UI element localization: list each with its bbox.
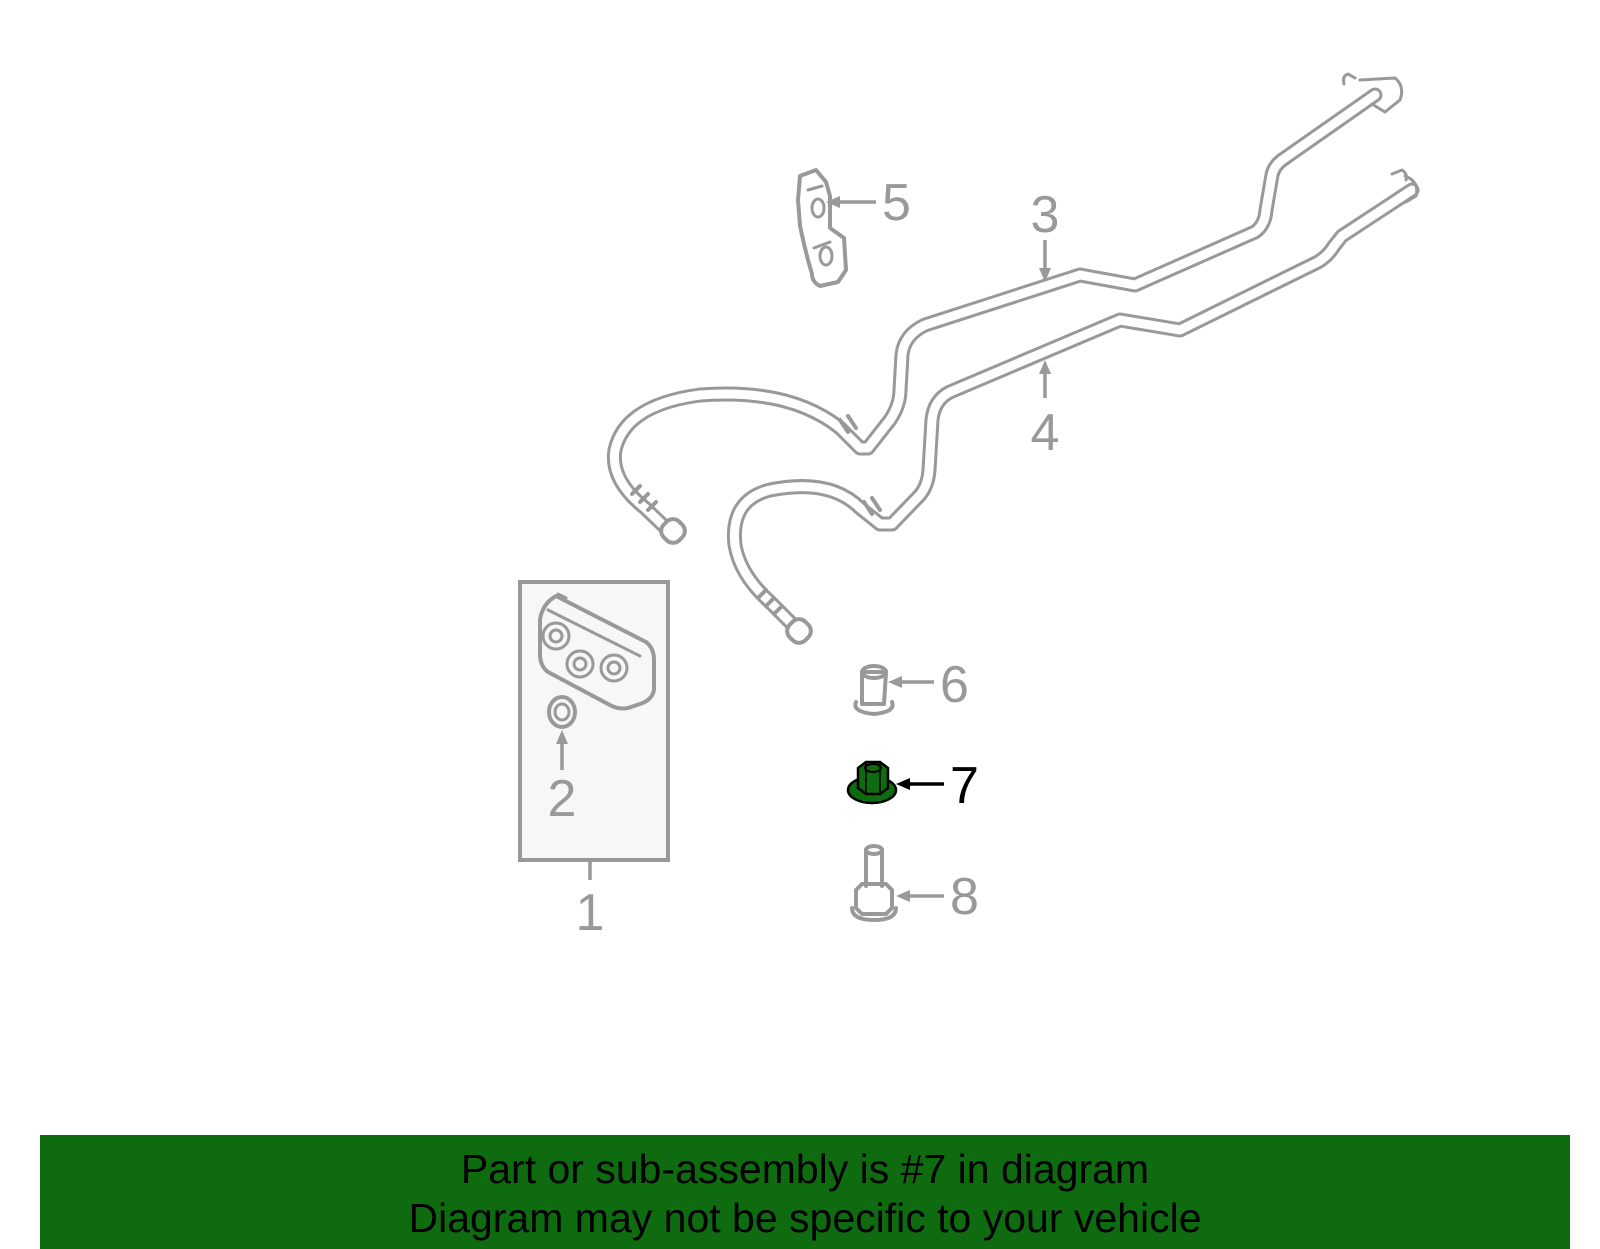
part-5-bracket[interactable] [796, 168, 848, 288]
callout-1: 1 [576, 884, 605, 942]
callout-5: 5 [882, 174, 911, 232]
callout-7: 7 [950, 757, 979, 815]
part-3-cooler-line-upper[interactable] [606, 72, 1404, 547]
part-2-o-ring[interactable] [547, 695, 577, 729]
callout-3: 3 [1031, 186, 1060, 244]
callout-8: 8 [950, 868, 979, 926]
banner-line-disclaimer: Diagram may not be specific to your vehi… [408, 1195, 1202, 1241]
part-7-flange-nut[interactable] [846, 760, 898, 805]
banner-line-part: Part or sub-assembly is #7 in diagram [460, 1146, 1150, 1192]
part-8-bolt[interactable] [850, 844, 898, 922]
highlight-banner: Part or sub-assembly is #7 in diagram Di… [40, 1135, 1570, 1249]
callout-4: 4 [1031, 404, 1060, 462]
part-4-cooler-line-lower[interactable] [726, 168, 1420, 647]
part-6-spacer[interactable] [853, 664, 895, 716]
callout-2: 2 [548, 770, 577, 828]
callout-6: 6 [940, 656, 969, 714]
part-1-cooler-assembly[interactable] [518, 580, 670, 862]
